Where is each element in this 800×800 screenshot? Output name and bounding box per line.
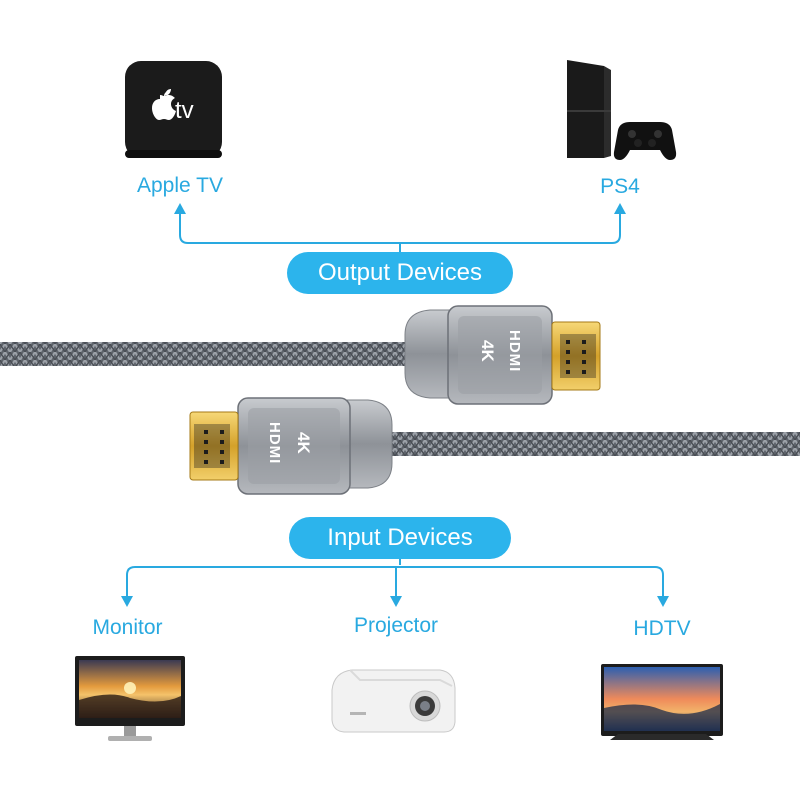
hdmi-cable-upper [0,305,601,405]
apple-logo-icon [152,89,176,120]
apple-tv-logo-text: tv [175,97,194,124]
hdmi-plug-upper [551,321,601,391]
output-arrowheads [174,203,626,214]
hdmi-plug-lower [189,411,239,481]
upper-4k-text: 4K [478,340,497,362]
monitor-label: Monitor [92,616,163,639]
input-arrowheads [121,596,669,607]
hdtv-label: HDTV [633,617,691,640]
hdtv-icon [601,664,723,740]
input-connector-lines [126,555,664,598]
output-devices-badge: Output Devices [287,252,513,294]
output-connector-lines [179,210,621,252]
upper-hdmi-brand-text: HDMI [506,330,523,372]
apple-tv-icon: tv [125,61,222,158]
projector-label: Projector [353,614,439,637]
ps4-controller-icon [613,122,677,160]
input-devices-badge: Input Devices [289,517,511,559]
projector-icon [331,669,456,733]
monitor-icon [75,656,185,741]
lower-4k-text: 4K [294,432,313,454]
apple-tv-label: Apple TV [137,174,223,197]
ps4-label: PS4 [600,175,640,198]
ps4-console-icon [567,60,677,160]
lower-hdmi-brand-text: HDMI [266,422,283,464]
hdmi-cable-lower [189,397,800,495]
